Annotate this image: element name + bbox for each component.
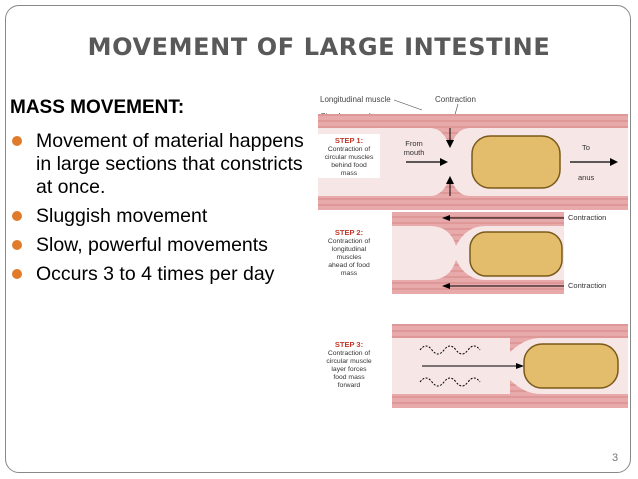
step2-caption: ahead of food xyxy=(328,262,370,269)
contraction-bottom-label: Contraction xyxy=(568,281,606,290)
contraction-label: Contraction xyxy=(435,95,476,104)
peristalsis-diagram: Longitudinal muscle Circular muscle Cont… xyxy=(318,95,628,408)
step3-caption: forward xyxy=(338,382,361,389)
step3-caption: layer forces xyxy=(331,366,367,373)
step3-title: STEP 3: xyxy=(335,340,363,349)
step1-caption: behind food xyxy=(331,162,367,169)
slide-title: MOVEMENT OF LARGE INTESTINE xyxy=(87,33,551,61)
bullet-list: Movement of material happens in large se… xyxy=(10,130,315,292)
step2-caption: muscles xyxy=(337,254,363,261)
slide-number: 3 xyxy=(612,452,619,464)
food-mass xyxy=(523,343,619,389)
contraction-top-label: Contraction xyxy=(568,213,606,222)
bullet-item: Slow, powerful movements xyxy=(10,234,315,257)
mouth-label: mouth xyxy=(404,148,425,157)
step2-caption: mass xyxy=(341,270,358,277)
step1-tube xyxy=(318,114,628,210)
step2-title: STEP 2: xyxy=(335,228,363,237)
food-mass xyxy=(471,135,561,189)
step3-caption: food mass xyxy=(333,374,365,381)
bullet-item: Sluggish movement xyxy=(10,205,315,228)
step1-caption: mass xyxy=(341,170,358,177)
step1-caption: Contraction of xyxy=(328,146,370,153)
bullet-item: Movement of material happens in large se… xyxy=(10,130,315,199)
step3-caption: Contraction of xyxy=(328,350,370,357)
step3-tube xyxy=(392,324,628,408)
bullet-item: Occurs 3 to 4 times per day xyxy=(10,263,315,286)
step2-caption: longitudinal xyxy=(332,246,367,253)
step2-caption: Contraction of xyxy=(328,238,370,245)
from-label: From xyxy=(405,139,423,148)
food-mass xyxy=(469,231,563,277)
step1-title: STEP 1: xyxy=(335,136,363,145)
step3-caption: circular muscle xyxy=(326,358,372,365)
step1-caption: circular muscles xyxy=(325,154,374,161)
longitudinal-muscle-label: Longitudinal muscle xyxy=(320,95,391,104)
to-label: To xyxy=(582,143,590,152)
anus-label: anus xyxy=(578,173,595,182)
step2-tube xyxy=(392,212,564,294)
section-heading: MASS MOVEMENT: xyxy=(10,97,185,118)
